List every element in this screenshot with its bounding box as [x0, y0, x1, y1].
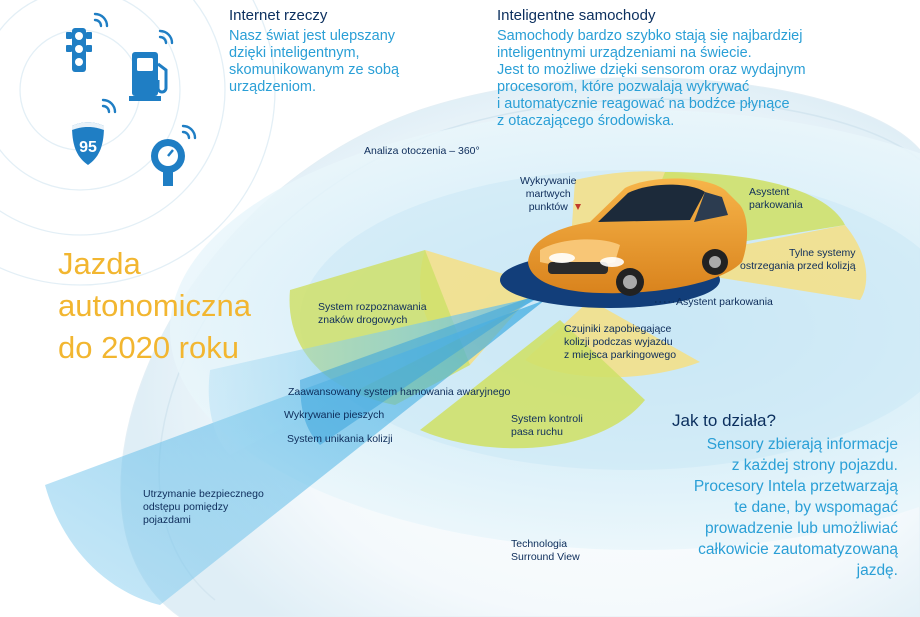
label-line: ostrzegania przed kolizją	[740, 260, 856, 272]
label-asystent-side: Asystent parkowania	[676, 296, 773, 308]
label-line: System rozpoznawania	[318, 301, 427, 313]
highway-sign-icon: 95	[72, 122, 104, 165]
label-analiza: Analiza otoczenia – 360°	[364, 145, 480, 157]
label-znaki: System rozpoznawania znaków drogowych	[318, 301, 427, 327]
jak-line: z każdej strony pojazdu.	[731, 457, 898, 474]
internet-title: Internet rzeczy	[229, 7, 328, 24]
cars-title: Inteligentne samochody	[497, 7, 656, 24]
fuel-pump-icon	[129, 52, 168, 101]
internet-block: Internet rzeczy Nasz świat jest ulepszan…	[229, 7, 459, 96]
label-czujniki: Czujniki zapobiegające kolizji podczas w…	[564, 323, 676, 362]
internet-line: Nasz świat jest ulepszany	[229, 28, 396, 44]
label-hamowanie: Zaawansowany system hamowania awaryjnego	[288, 386, 511, 398]
label-piesi: Wykrywanie pieszych	[284, 409, 385, 421]
label-martwe: Wykrywanie martwych punktów	[520, 175, 577, 214]
label-unikanie: System unikania kolizji	[287, 433, 393, 445]
highway-sign-number: 95	[79, 139, 97, 156]
label-line: punktów	[528, 201, 568, 213]
label-line: Utrzymanie bezpiecznego	[143, 488, 264, 500]
cars-line: i automatycznie reagować na bodźce płyną…	[497, 96, 790, 112]
zone-rear-warning	[640, 225, 867, 300]
headline-line: do 2020 roku	[58, 330, 239, 365]
headline: Jazda autonomiczna do 2020 roku	[58, 243, 251, 369]
cars-line: procesorom, które pozwalają wykrywać	[497, 79, 750, 95]
label-line: parkowania	[749, 199, 803, 211]
label-line: Asystent	[749, 186, 790, 198]
label-line: z miejsca parkingowego	[564, 349, 677, 361]
zone-lane	[420, 320, 645, 449]
headline-line: Jazda	[58, 246, 141, 281]
cars-line: Jest to możliwe dzięki sensorom oraz wyd…	[497, 62, 806, 78]
label-surround: Technologia Surround View	[511, 538, 580, 564]
jak-line: prowadzenie lub umożliwiać	[705, 520, 898, 537]
jak-line: Procesory Intela przetwarzają	[693, 478, 898, 495]
parking-meter-icon	[151, 139, 185, 186]
beam-short	[300, 292, 545, 445]
car-graphic	[528, 178, 748, 296]
cars-line: Samochody bardzo szybko stają się najbar…	[497, 28, 803, 44]
blindspot-marker	[575, 204, 581, 210]
label-line: pasa ruchu	[511, 426, 563, 438]
jak-line: Sensory zbierają informacje	[706, 436, 898, 453]
label-line: kolizji podczas wyjazdu	[564, 336, 673, 348]
cars-line: z otaczającego środowiska.	[497, 113, 675, 129]
label-odstep: Utrzymanie bezpiecznego odstępu pomiędzy…	[143, 488, 264, 527]
label-pas: System kontroli pasa ruchu	[511, 413, 583, 439]
label-line: Wykrywanie	[520, 175, 577, 187]
headline-line: autonomiczna	[58, 288, 252, 323]
label-line: Czujniki zapobiegające	[564, 323, 672, 335]
label-asystent-top: Asystent parkowania	[749, 186, 803, 212]
label-line: System kontroli	[511, 413, 583, 425]
cars-block: Inteligentne samochody Samochody bardzo …	[497, 7, 917, 130]
jak-title: Jak to działa?	[672, 411, 776, 430]
wifi-icon	[93, 12, 197, 140]
label-line: Technologia	[511, 538, 568, 550]
label-line: znaków drogowych	[318, 314, 408, 326]
label-tylne: Tylne systemy ostrzegania przed kolizją	[740, 247, 856, 273]
label-line: pojazdami	[143, 514, 191, 526]
sensor-beams	[45, 292, 546, 605]
label-line: martwych	[525, 188, 571, 200]
jak-line: jazdę.	[856, 562, 898, 579]
traffic-light-icon	[66, 28, 92, 72]
label-line: Tylne systemy	[789, 247, 856, 259]
jak-block: Jak to działa? Sensory zbierają informac…	[672, 411, 898, 581]
internet-line: urządzeniom.	[229, 79, 317, 95]
label-line: Surround View	[511, 551, 580, 563]
internet-line: dzięki inteligentnym,	[229, 45, 360, 61]
cars-line: inteligentnymi urządzeniami na świecie.	[497, 45, 752, 61]
label-line: odstępu pomiędzy	[143, 501, 229, 513]
internet-line: skomunikowanym ze sobą	[229, 62, 400, 78]
jak-line: te dane, by wspomagać	[734, 499, 898, 516]
jak-line: całkowicie zautomatyzowaną	[698, 541, 898, 558]
